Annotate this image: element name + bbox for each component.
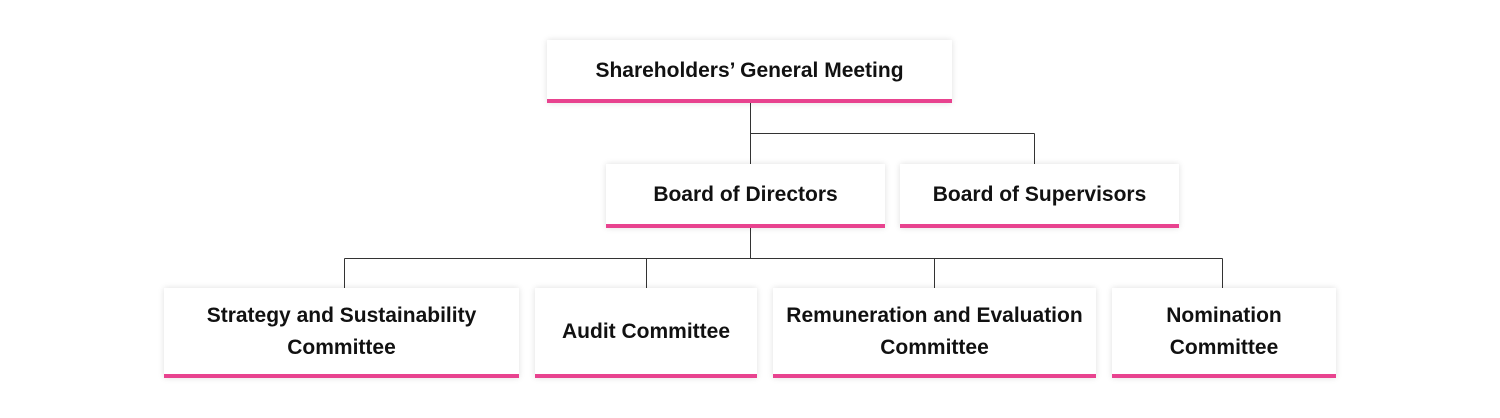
node-board-of-directors: Board of Directors: [606, 164, 885, 228]
node-board-of-supervisors: Board of Supervisors: [900, 164, 1179, 228]
node-shareholders-general-meeting: Shareholders’ General Meeting: [547, 40, 952, 103]
node-label: Nomination Committee: [1166, 304, 1282, 359]
node-label: Board of Directors: [653, 183, 838, 206]
node-strategy-sustainability-committee: Strategy and Sustainability Committee: [164, 288, 519, 378]
node-remuneration-evaluation-committee: Remuneration and Evaluation Committee: [773, 288, 1096, 378]
node-label: Strategy and Sustainability Committee: [206, 304, 477, 359]
node-nomination-committee: Nomination Committee: [1112, 288, 1336, 378]
node-label: Remuneration and Evaluation Committee: [786, 304, 1083, 359]
node-audit-committee: Audit Committee: [535, 288, 757, 378]
node-label: Shareholders’ General Meeting: [595, 58, 904, 82]
node-label: Board of Supervisors: [932, 183, 1147, 206]
node-label: Audit Committee: [562, 320, 730, 343]
